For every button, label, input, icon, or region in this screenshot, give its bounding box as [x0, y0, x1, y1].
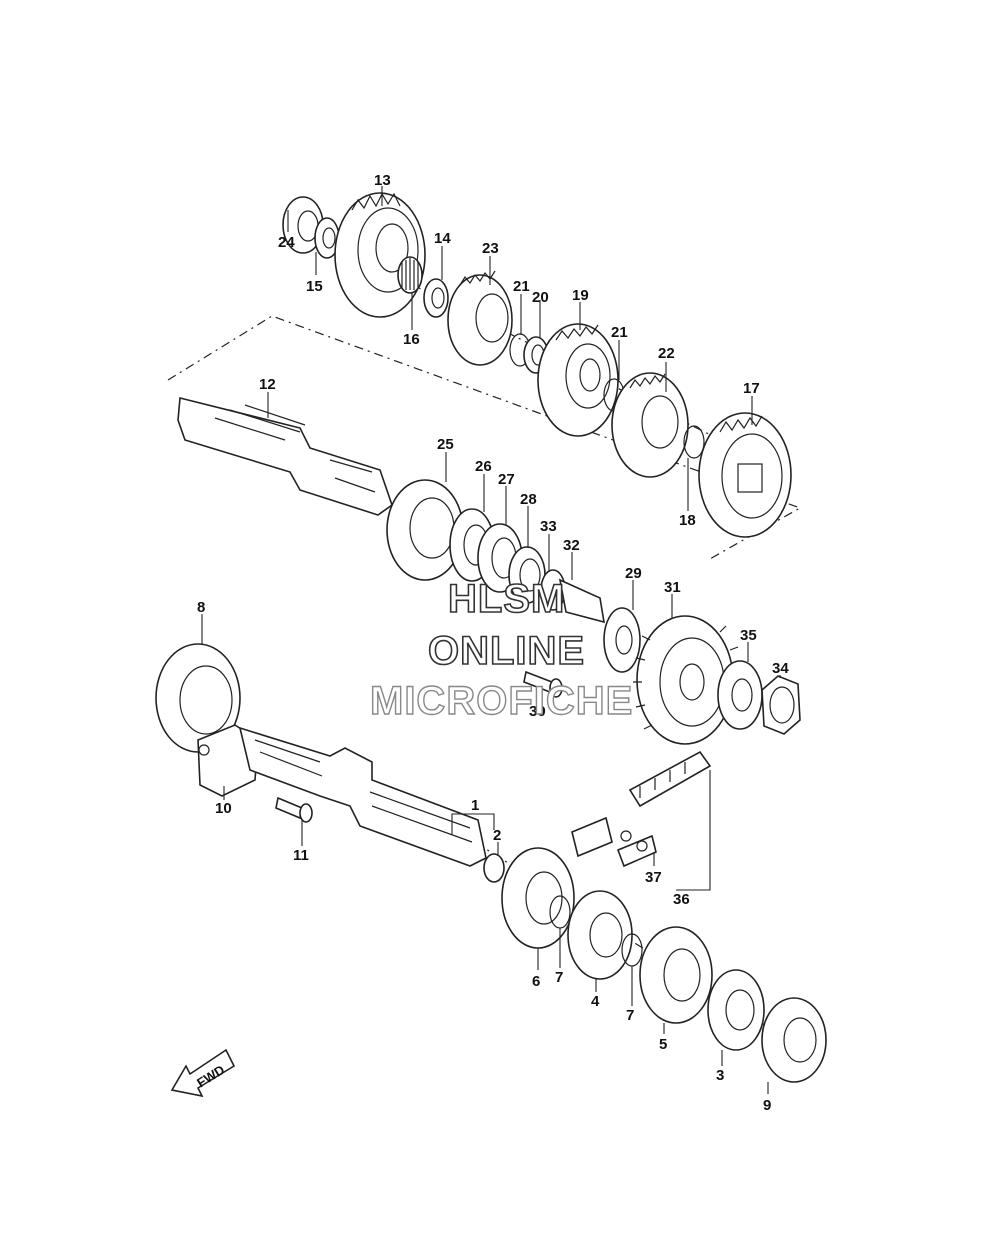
label-36: 36 — [673, 891, 690, 908]
watermark-line3: MICROFICHE — [370, 679, 633, 723]
label-21-lower: 21 — [611, 324, 628, 341]
circlip-18 — [683, 425, 705, 459]
mainshaft — [238, 726, 487, 867]
gear-23 — [447, 270, 513, 366]
bearing-9 — [761, 997, 827, 1083]
label-8: 8 — [197, 599, 205, 616]
gear-6 — [501, 847, 575, 949]
label-29: 29 — [625, 565, 642, 582]
label-15: 15 — [306, 278, 323, 295]
label-33: 33 — [540, 518, 557, 535]
label-37: 37 — [645, 869, 662, 886]
label-2: 2 — [493, 827, 501, 844]
label-34: 34 — [772, 660, 789, 677]
watermark-line1: HLSM — [448, 577, 565, 621]
label-11: 11 — [293, 847, 309, 864]
o-ring-28 — [508, 546, 546, 604]
label-12: 12 — [259, 376, 276, 393]
label-23: 23 — [482, 240, 499, 257]
gear-3 — [707, 969, 765, 1051]
label-26: 26 — [475, 458, 492, 475]
label-14: 14 — [434, 230, 451, 247]
label-1: 1 — [471, 797, 479, 814]
washer-14 — [423, 278, 449, 318]
label-9: 9 — [763, 1097, 771, 1114]
label-35: 35 — [740, 627, 757, 644]
label-17: 17 — [743, 380, 760, 397]
label-31: 31 — [664, 579, 681, 596]
label-22: 22 — [658, 345, 675, 362]
gear-22 — [611, 372, 689, 478]
part-labels: 13 14 23 24 15 16 21 20 19 21 22 17 18 1… — [197, 172, 789, 1114]
label-4: 4 — [591, 993, 600, 1010]
gear-2 — [483, 853, 505, 883]
label-20: 20 — [532, 289, 549, 306]
label-21-upper: 21 — [513, 278, 530, 295]
label-6: 6 — [532, 973, 540, 990]
watermark: HLSM ONLINE MICROFICHE — [369, 576, 633, 724]
needle-bearing-16 — [397, 256, 423, 294]
screw-11 — [275, 796, 313, 823]
fwd-arrow-icon: FWD — [170, 1048, 236, 1098]
label-32: 32 — [563, 537, 580, 554]
label-27: 27 — [498, 471, 515, 488]
part-32 — [558, 578, 605, 624]
washer-15 — [314, 217, 340, 259]
label-7-upper: 7 — [555, 969, 563, 986]
label-13: 13 — [374, 172, 391, 189]
label-28: 28 — [520, 491, 537, 508]
label-3: 3 — [716, 1067, 724, 1084]
chain-joint-37 — [571, 816, 657, 868]
leader-lines — [201, 186, 781, 1094]
chain-36 — [628, 750, 712, 808]
label-16: 16 — [403, 331, 420, 348]
gear-17 — [698, 412, 792, 538]
gear-19 — [537, 323, 619, 437]
label-18: 18 — [679, 512, 696, 529]
countershaft-12 — [177, 396, 393, 516]
sprocket-31 — [633, 615, 744, 745]
gear-4 — [567, 890, 633, 980]
gear-5 — [639, 926, 713, 1024]
lock-washer-35 — [717, 660, 763, 730]
label-7-lower: 7 — [626, 1007, 634, 1024]
watermark-line2: ONLINE — [428, 629, 585, 673]
label-24: 24 — [278, 234, 295, 251]
label-5: 5 — [659, 1036, 667, 1053]
label-19: 19 — [572, 287, 589, 304]
washer-29 — [603, 607, 641, 673]
bolt-30 — [523, 670, 563, 698]
label-10: 10 — [215, 800, 232, 817]
label-30: 30 — [529, 703, 546, 720]
label-25: 25 — [437, 436, 454, 453]
nut-34 — [761, 675, 801, 735]
